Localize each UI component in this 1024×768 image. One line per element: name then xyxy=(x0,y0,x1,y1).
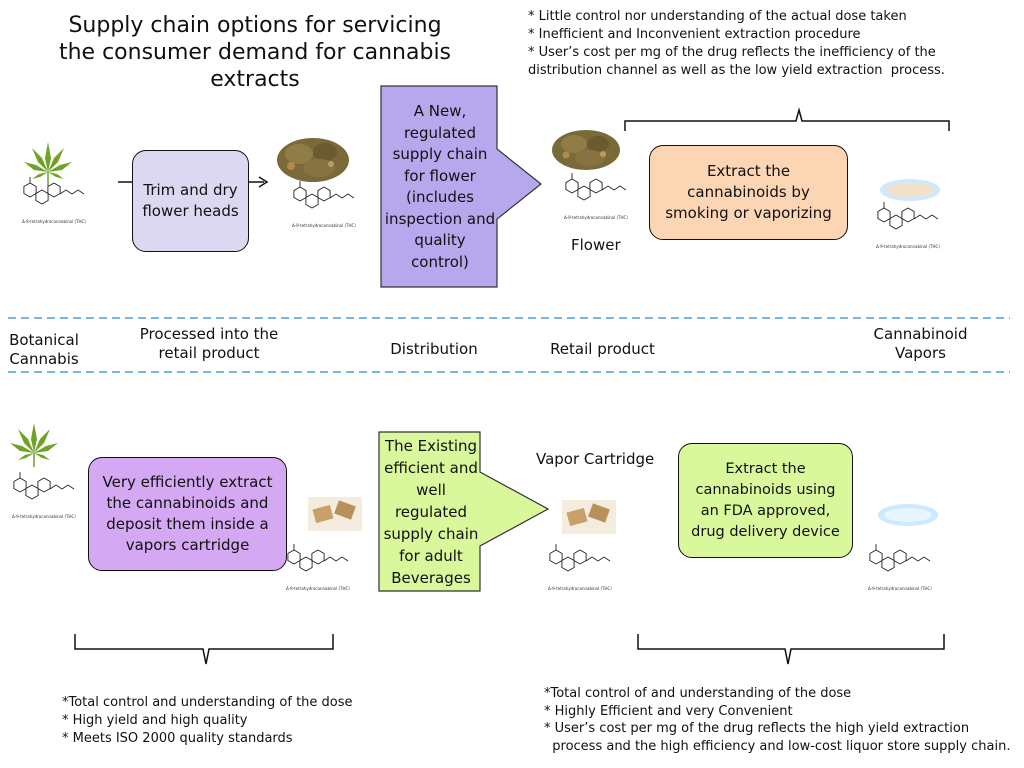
thc-molecule-icon xyxy=(287,544,349,572)
bottom-right-brace xyxy=(637,634,945,665)
bottom-right-notes: *Total control of and understanding of t… xyxy=(544,685,1014,755)
thc-molecule-icon xyxy=(13,472,75,500)
bottom-left-note-1: *Total control and understanding of the … xyxy=(62,695,353,710)
thc-molecule-icon xyxy=(877,202,939,230)
thc-molecule-icon xyxy=(23,177,85,205)
retail-cartridge-label: Vapor Cartridge xyxy=(536,450,655,468)
bottom-left-note-2: * High yield and high quality xyxy=(62,713,248,728)
fda-device-text: Extract the cannabinoids using an FDA ap… xyxy=(691,460,840,540)
thc-caption-1: Δ-9-tetrahydrocannabinol (THC) xyxy=(22,219,86,224)
bottom-left-note-3: * Meets ISO 2000 quality standards xyxy=(62,731,293,746)
bottom-right-note-4: process and the high efficiency and low-… xyxy=(544,738,1011,754)
stage-distribution: Distribution xyxy=(390,340,478,358)
thc-caption-3: Δ-9-tetrahydrocannabinol (THC) xyxy=(564,215,628,220)
thc-caption-5: Δ-9-tetrahydrocannabinol (THC) xyxy=(12,514,76,519)
flower-bud-icon-retail xyxy=(552,130,620,170)
extract-smoke-box: Extract the cannabinoids by smoking or v… xyxy=(649,145,848,240)
cartridge-icon-bottom-left xyxy=(308,497,362,531)
thc-molecule-icon xyxy=(293,181,355,209)
trim-dry-box: Trim and dry flower heads xyxy=(132,150,249,252)
extract-smoke-text: Extract the cannabinoids by smoking or v… xyxy=(665,162,832,222)
top-brace xyxy=(624,107,950,131)
thc-molecule-icon xyxy=(869,544,931,572)
thc-caption-4: Δ-9-tetrahydrocannabinol (THC) xyxy=(876,244,940,249)
thc-caption-6: Δ-9-tetrahydrocannabinol (THC) xyxy=(286,586,350,591)
thc-molecule-icon xyxy=(565,173,627,201)
stage-processed: Processed into the retail product xyxy=(139,325,279,362)
cartridge-icon-retail xyxy=(562,500,616,534)
efficient-extract-text: Very efficiently extract the cannabinoid… xyxy=(102,473,273,554)
top-note-3: * User’s cost per mg of the drug reflect… xyxy=(528,45,936,60)
thc-caption-8: Δ-9-tetrahydrocannabinol (THC) xyxy=(868,586,932,591)
fda-device-box: Extract the cannabinoids using an FDA ap… xyxy=(678,443,853,558)
cannabis-leaf-icon-bottom xyxy=(10,423,58,467)
thc-molecule-icon xyxy=(549,544,611,572)
diagram-title: Supply chain options for servicing the c… xyxy=(58,13,452,92)
stage-botanical: Botanical Cannabis xyxy=(9,331,79,368)
bottom-right-note-2: * Highly Efficient and very Convenient xyxy=(544,703,793,719)
stage-retail: Retail product xyxy=(550,340,655,358)
stage-vapors: Cannabinoid Vapors xyxy=(873,325,968,362)
bottom-distribution-text-wrap: The Existing efficient and well regulate… xyxy=(382,434,480,589)
cloud-icon-bottom xyxy=(878,504,938,526)
bottom-left-notes: *Total control and understanding of the … xyxy=(62,694,382,748)
cannabis-leaf-icon-top xyxy=(24,142,72,186)
cloud-icon-top xyxy=(880,179,940,201)
bottom-right-note-3: * User’s cost per mg of the drug reflect… xyxy=(544,721,970,736)
top-distribution-text-wrap: A New, regulated supply chain for flower… xyxy=(384,89,496,285)
top-note-1: * Little control nor understanding of th… xyxy=(528,9,907,24)
thc-caption-2: Δ-9-tetrahydrocannabinol (THC) xyxy=(292,223,356,228)
arrow-head-2 xyxy=(258,176,269,188)
bottom-right-note-1: *Total control of and understanding of t… xyxy=(544,686,852,701)
top-distribution-text: A New, regulated supply chain for flower… xyxy=(384,102,496,271)
retail-flower-label: Flower xyxy=(571,236,621,254)
bottom-distribution-arrow xyxy=(378,431,550,592)
top-notes: * Little control nor understanding of th… xyxy=(528,8,988,80)
flower-bud-icon-top xyxy=(277,138,349,182)
trim-dry-text: Trim and dry flower heads xyxy=(142,181,239,220)
bottom-distribution-text: The Existing efficient and well regulate… xyxy=(383,436,479,587)
bottom-left-brace xyxy=(74,634,334,665)
efficient-extract-box: Very efficiently extract the cannabinoid… xyxy=(88,457,287,571)
top-note-4: distribution channel as well as the low … xyxy=(528,63,945,78)
thc-caption-7: Δ-9-tetrahydrocannabinol (THC) xyxy=(548,586,612,591)
top-distribution-arrow xyxy=(380,85,542,288)
top-note-2: * Inefficient and Inconvenient extractio… xyxy=(528,27,861,42)
